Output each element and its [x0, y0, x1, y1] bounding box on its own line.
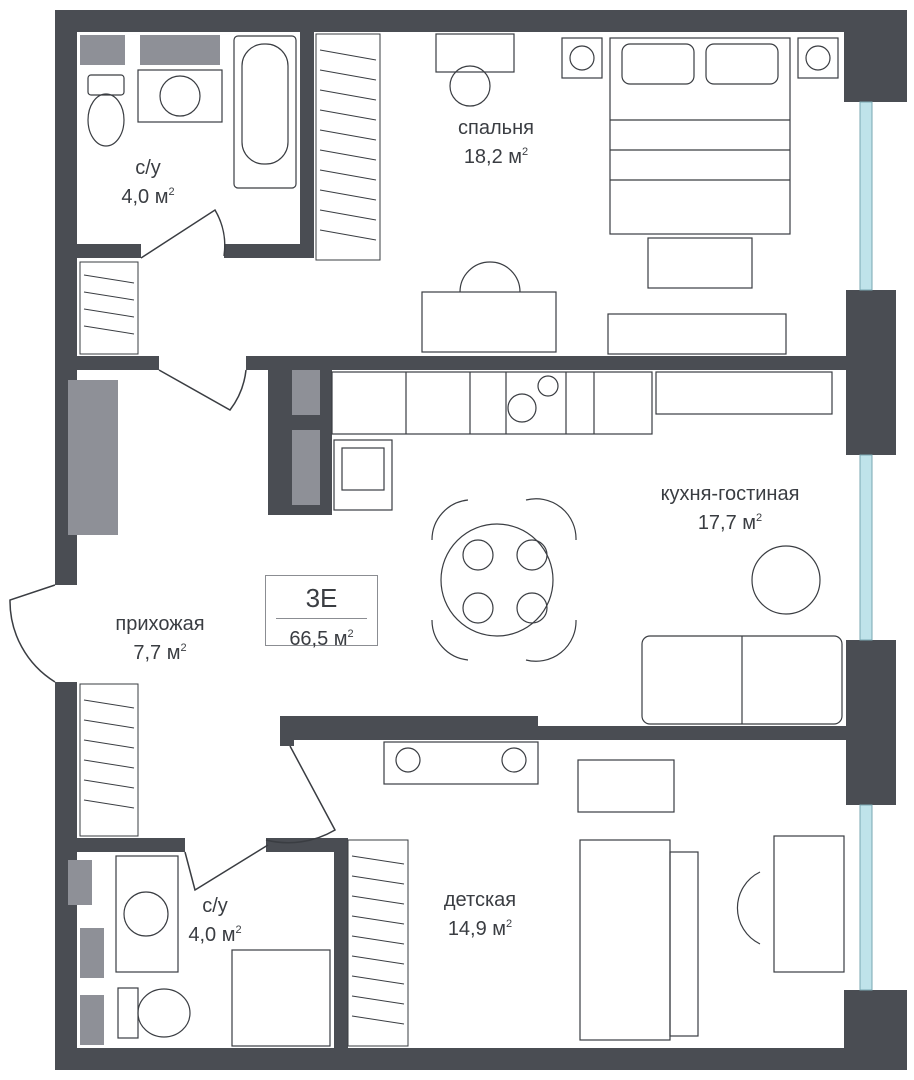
room-name: кухня-гостиная	[660, 483, 800, 505]
apartment-total-area: 66,5 м2	[289, 628, 354, 650]
room-label-hallway: прихожая 7,7 м2	[90, 612, 230, 665]
room-area: 4,0 м2	[121, 186, 175, 208]
living-furniture	[641, 545, 843, 725]
badge-divider	[276, 618, 367, 619]
room-label-bedroom: спальня 18,2 м2	[436, 116, 556, 169]
room-label-kitchen-living: кухня-гостиная 17,7 м2	[620, 482, 840, 535]
room-name: детская	[443, 889, 517, 911]
room-name: спальня	[458, 117, 534, 139]
apartment-badge: 3E 66,5 м2	[265, 575, 378, 650]
room-area: 17,7 м2	[697, 512, 763, 534]
room-name: с/у	[202, 895, 228, 917]
exterior-walls	[55, 10, 907, 1070]
room-label-kids-room: детская 14,9 м2	[418, 888, 542, 941]
partitions	[68, 35, 320, 1045]
wardrobes	[79, 33, 409, 1047]
bathroom-2-fixtures	[115, 855, 331, 1047]
bedroom-furniture	[421, 33, 839, 355]
room-area: 14,9 м2	[447, 918, 513, 940]
room-area: 4,0 м2	[188, 924, 242, 946]
bathroom-1-fixtures	[87, 35, 297, 189]
room-label-bathroom-2: с/у 4,0 м2	[170, 894, 260, 947]
room-name: прихожая	[115, 613, 205, 635]
dining-set	[431, 498, 577, 662]
windows	[859, 101, 873, 991]
room-label-bathroom-1: с/у 4,0 м2	[98, 156, 198, 209]
doors	[9, 208, 337, 892]
apartment-code: 3E	[305, 583, 338, 613]
room-area: 18,2 м2	[463, 146, 529, 168]
room-name: с/у	[135, 157, 161, 179]
kids-furniture	[383, 741, 845, 1041]
kitchen-furniture	[331, 371, 833, 511]
room-area: 7,7 м2	[133, 642, 187, 664]
